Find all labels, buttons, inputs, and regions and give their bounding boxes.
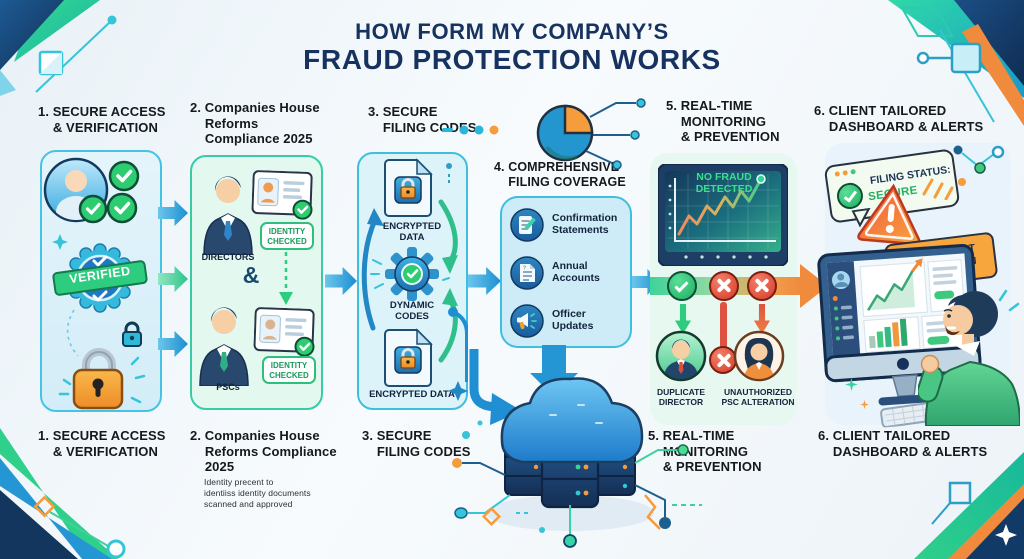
heading-step1-top: 1. SECURE ACCESS & VERIFICATION [38, 104, 166, 135]
step4-item-label: Officer Updates [552, 308, 594, 333]
heading-step3-top: 3. SECURE FILING CODES [368, 104, 477, 135]
corner-decoration-bottom-right [914, 452, 1024, 559]
ampersand: & [242, 262, 260, 288]
heading-step2-bottom: 2. Companies House Reforms Compliance 20… [190, 428, 337, 475]
encrypted-data-label-top: ENCRYPTED DATA [382, 221, 442, 244]
corner-decoration-top-left [0, 0, 117, 96]
dashboard-line-chart [859, 258, 928, 318]
bubble-tail [851, 207, 871, 228]
confirmation-statements-icon [510, 208, 544, 242]
red-connector-line [720, 302, 727, 350]
directors-label: DIRECTORS [201, 252, 255, 262]
check-circle-icon [78, 160, 140, 224]
pie-chart-decoration [442, 98, 646, 170]
id-card-icon [251, 170, 313, 220]
dashboard-bar-chart [863, 316, 921, 354]
step3-illustration [361, 158, 468, 387]
heading-step6-top: 6. CLIENT TAILORED DASHBOARD & ALERTS [814, 103, 984, 134]
step4-item-label: Confirmation Statements [552, 212, 618, 237]
svg-text:?: ? [523, 266, 526, 272]
corner-decoration-bottom-left [0, 428, 126, 559]
no-fraud-detected-label: NO FRAUD DETECTED [695, 171, 753, 196]
alert-dashes-decoration [922, 178, 954, 200]
sparkle-icon [860, 400, 869, 409]
heading-step3-bottom: 3. SECURE FILING CODES [362, 428, 471, 459]
x-signal-icon [709, 271, 739, 301]
corner-decoration-top-right [888, 0, 1024, 126]
title-line-2: FRAUD PROTECTION WORKS [303, 44, 721, 75]
dynamic-codes-label: DYNAMIC CODES [389, 300, 435, 323]
person-watching-illustration [918, 289, 1020, 426]
heading-step2-top: 2. Companies House Reforms Compliance 20… [190, 100, 320, 147]
encrypted-document-icon [384, 328, 433, 387]
duplicate-director-label: DUPLICATE DIRECTOR [656, 387, 705, 408]
check-signal-icon [667, 271, 697, 301]
arrow-step3-to-cloud [469, 349, 522, 425]
arrow-step3-to-step4 [468, 267, 501, 295]
fraud-monitor-chart [658, 164, 788, 266]
identity-checked-badge-bottom: IDENTITY CHECKED [262, 356, 316, 384]
officer-updates-icon [510, 304, 544, 338]
arrow-step1-to-step2-top [158, 200, 188, 226]
heading-step2-subtext: Identity precent to identiiss identity d… [204, 477, 311, 510]
heading-step4-top: 4. COMPREHENSIVE FILING COVERAGE [494, 160, 626, 189]
step1-illustration [43, 157, 148, 410]
title-line-1: HOW FORM MY COMPANY’S [355, 19, 669, 44]
unauthorized-psc-avatar [733, 330, 785, 382]
sparkle-lines [58, 356, 146, 404]
annual-accounts-icon: ? [510, 256, 544, 290]
arrow-step2-to-step3 [325, 267, 357, 295]
dashboard-monitor-illustration [817, 244, 982, 429]
arrow-step1-to-step2-middle [158, 266, 188, 292]
heading-step5-top: 5. REAL-TIME MONITORING & PREVENTION [666, 98, 780, 145]
duplicate-director-avatar [655, 330, 707, 382]
encrypted-data-label-bottom: ENCRYPTED DATA [369, 389, 455, 400]
dynamic-codes-gear-icon [385, 247, 439, 301]
dashed-arrow-down-icon [279, 252, 293, 305]
heading-step6-bottom: 6. CLIENT TAILORED DASHBOARD & ALERTS [818, 428, 988, 459]
circuit-dots-decoration [953, 145, 1005, 186]
bubble-window-dots [834, 168, 856, 177]
cloud-database-illustration [448, 345, 702, 548]
step4-item-label: Annual Accounts [552, 260, 600, 285]
small-lock-icon [122, 321, 142, 347]
arrow-step1-to-step2-bottom [158, 331, 188, 357]
id-card-icon [253, 307, 315, 357]
identity-checked-badge-top: IDENTITY CHECKED [260, 222, 314, 250]
unauthorized-psc-label: UNAUTHORIZED PSC ALTERATION [721, 387, 795, 408]
director-figure-icon [203, 176, 253, 255]
psc-figure-icon [199, 307, 249, 386]
padlock-icon [72, 348, 124, 410]
pie-icon [536, 104, 594, 162]
cloud-icon [500, 377, 644, 464]
pscs-label: PSCs [216, 382, 240, 392]
heading-step1-bottom: 1. SECURE ACCESS & VERIFICATION [38, 428, 166, 459]
sparkle-icon [52, 234, 68, 250]
encrypted-document-icon [384, 158, 433, 217]
verified-badge-icon [52, 243, 148, 313]
x-signal-icon [747, 271, 777, 301]
